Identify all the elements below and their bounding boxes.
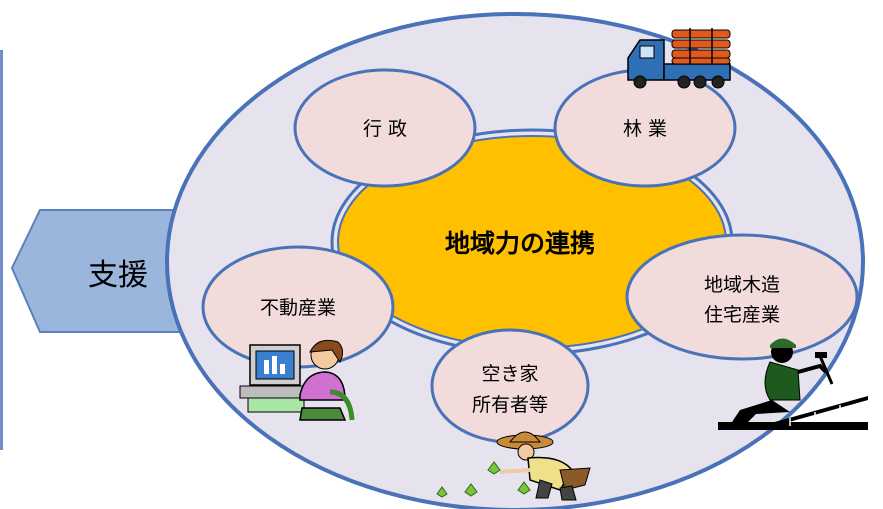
node-akiya: 空き家 所有者等 <box>430 328 590 444</box>
node-mokuzo: 地域木造 住宅産業 <box>625 233 859 361</box>
ringyo-label: 林 業 <box>623 118 667 140</box>
akiya-label-line2: 所有者等 <box>472 394 548 416</box>
left-frame-edge <box>0 50 3 450</box>
computer-worker-icon <box>239 339 355 421</box>
carpenter-icon <box>718 338 868 430</box>
gyosei-label: 行 政 <box>363 118 407 140</box>
akiya-label-line1: 空き家 <box>481 363 538 385</box>
node-ringyo: 林 業 <box>553 68 737 188</box>
center-label: 地域力の連携 <box>445 229 595 258</box>
support-label: 支援 <box>88 258 148 293</box>
mokuzo-label-line2: 住宅産業 <box>704 304 780 326</box>
gardener-icon <box>436 431 591 501</box>
log-truck-icon <box>627 28 731 89</box>
node-gyosei: 行 政 <box>293 68 477 188</box>
mokuzo-label-line1: 地域木造 <box>704 274 780 296</box>
fudosan-label: 不動産業 <box>260 297 336 319</box>
